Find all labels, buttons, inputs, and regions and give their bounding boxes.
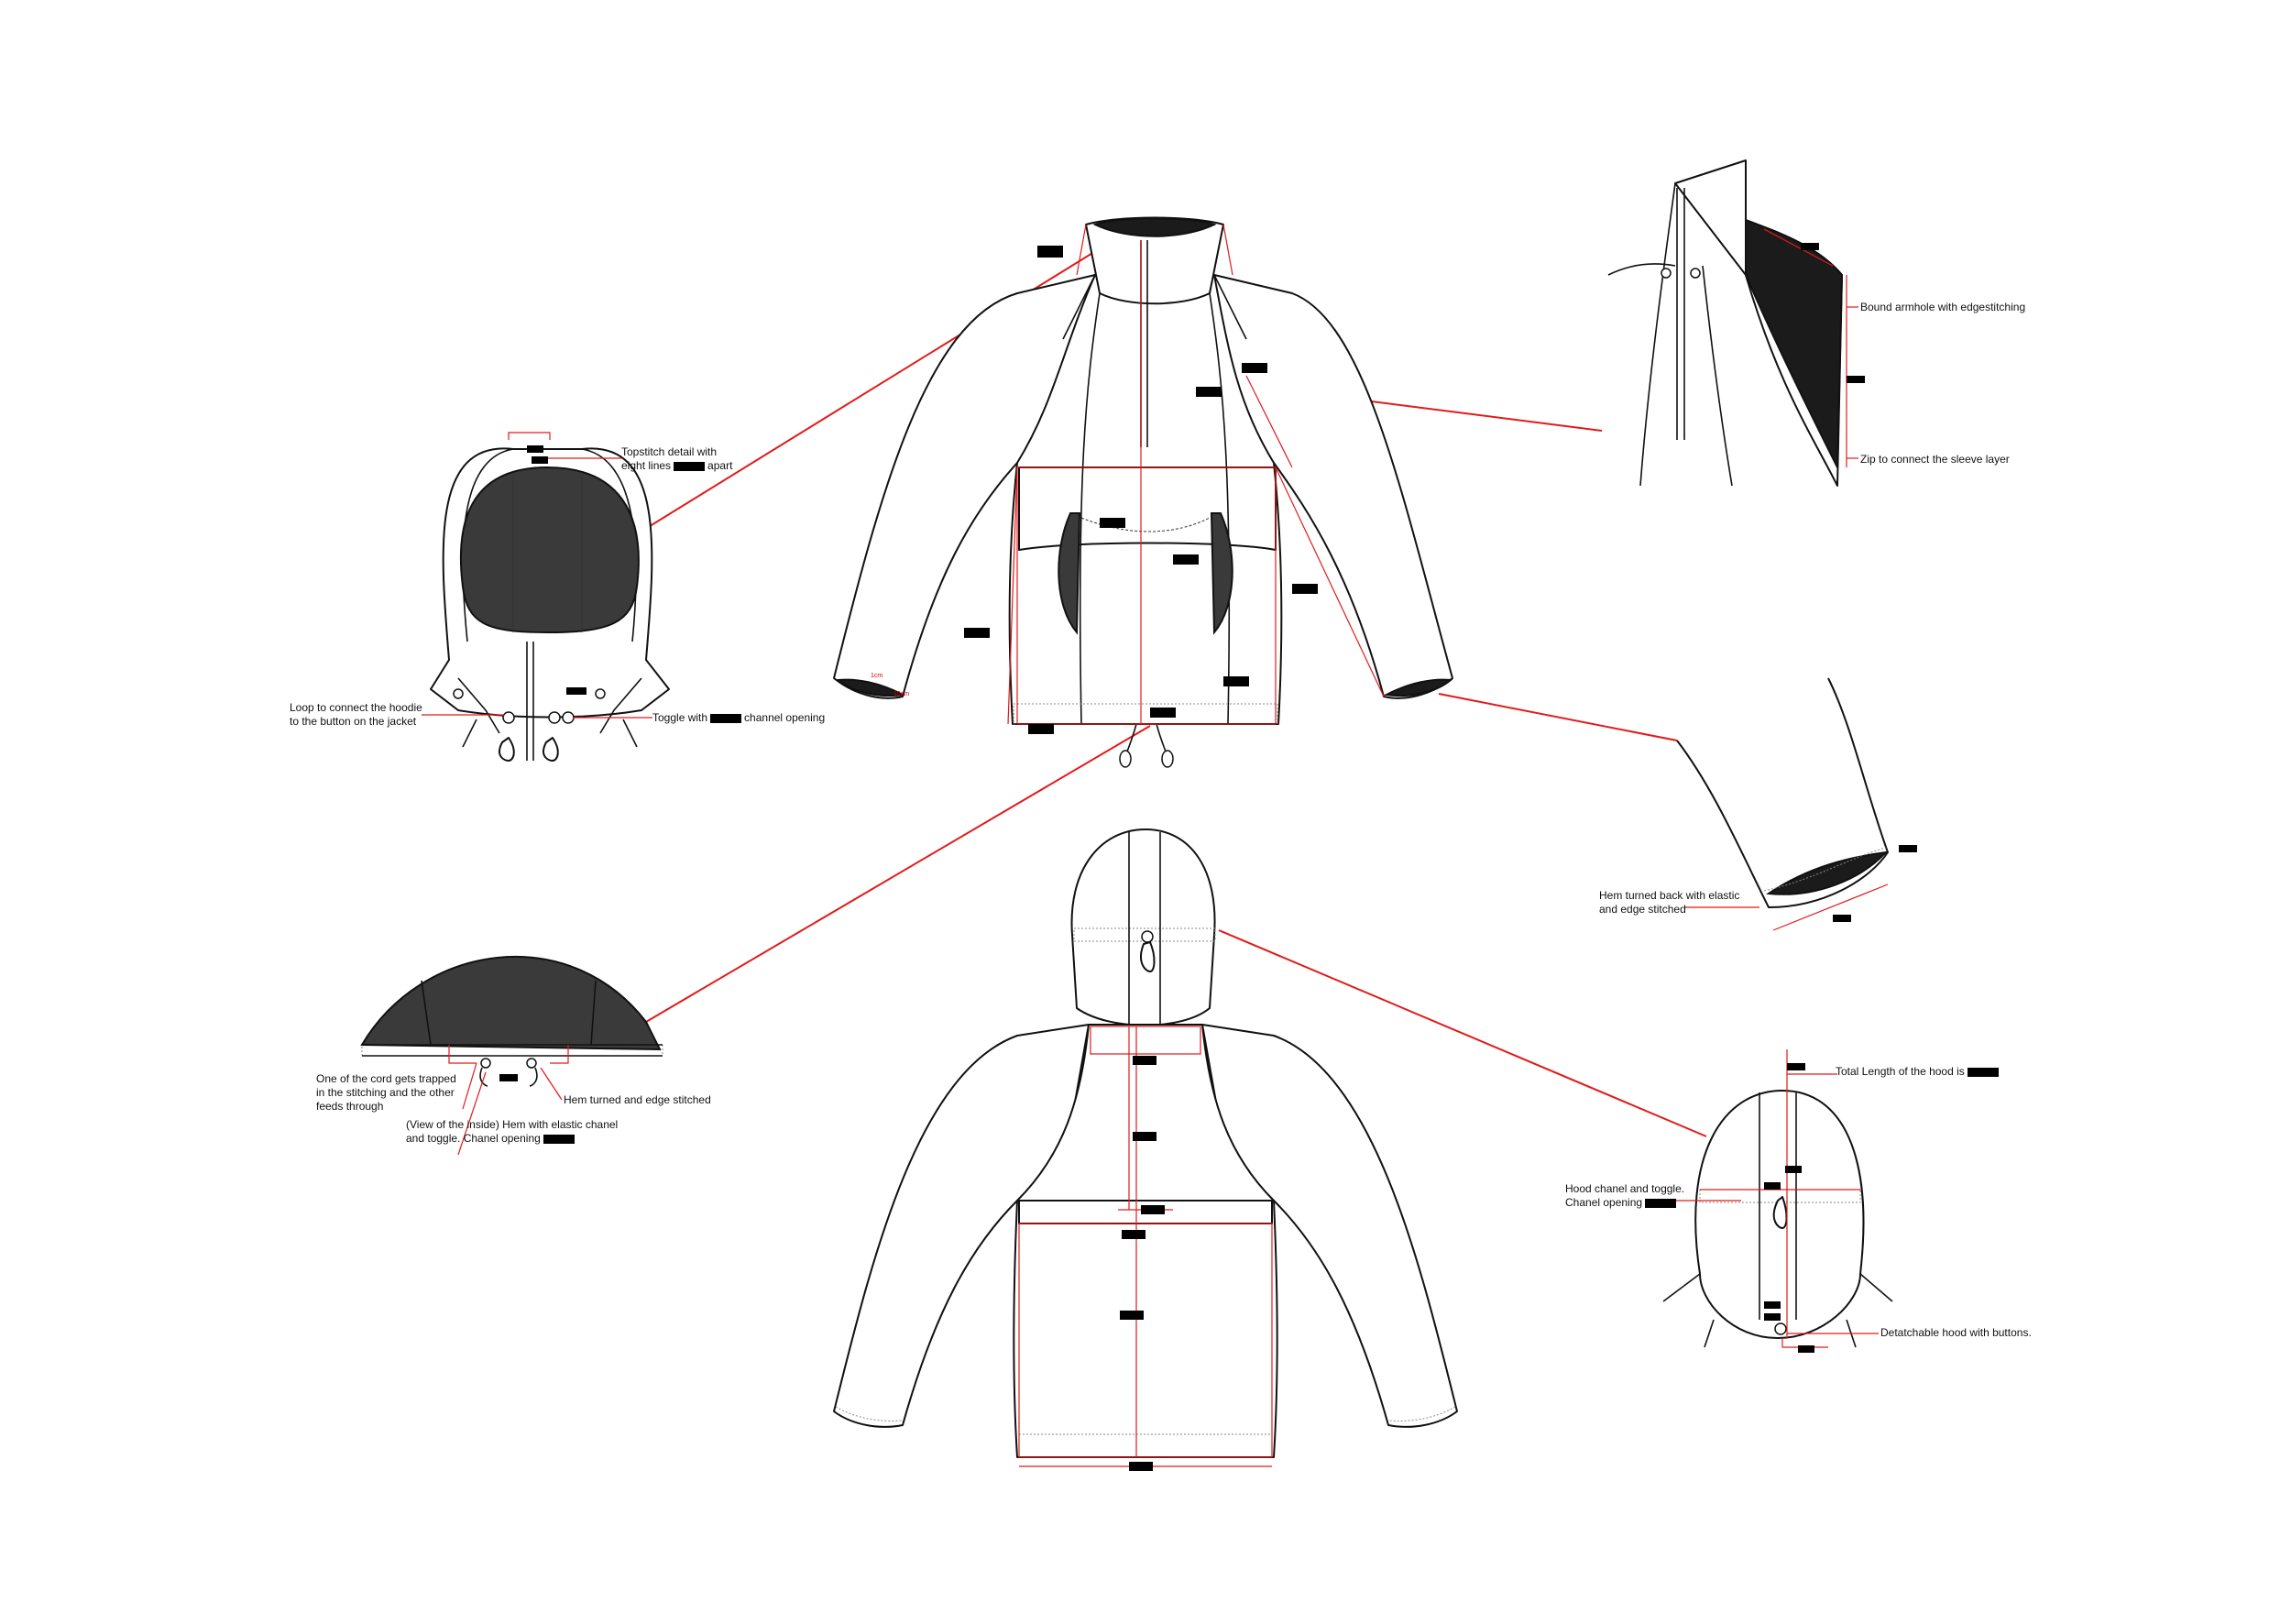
label-hem-back-line1: Hem turned back with elastic	[1599, 889, 1740, 902]
redaction-bar	[1645, 1198, 1677, 1208]
label-toggle: Toggle with channel opening	[652, 711, 825, 725]
redaction-bar	[1967, 1067, 1999, 1077]
label-hem-back-line2: and edge stitched	[1599, 903, 1686, 916]
label-bound-armhole: Bound armhole with edgestitching	[1860, 301, 2026, 313]
label-inside-view: (View of the inside) Hem with elastic ch…	[406, 1118, 618, 1146]
sleeve-cuff-turnback	[1766, 850, 1889, 895]
label-toggle-line2: channel opening	[744, 711, 826, 724]
back-body	[1013, 1024, 1278, 1458]
label-zip-sleeve: Zip to connect the sleeve layer	[1860, 453, 2010, 466]
hem-inside-dome	[360, 956, 662, 1051]
label-loop-line2: to the button on the jacket	[290, 715, 417, 728]
label-hem-turned: Hem turned and edge stitched	[564, 1093, 711, 1106]
redaction-bar	[674, 461, 706, 471]
back-hood	[1070, 828, 1216, 1026]
armhole-zip-detail	[1607, 159, 1865, 487]
pocket-opening-right	[1210, 512, 1233, 635]
hem-inside-detail	[360, 956, 663, 1156]
bound-armhole	[1745, 218, 1844, 468]
sleeve-hem-detail	[1676, 677, 1917, 931]
label-topstitch-line2: eight lines	[621, 459, 672, 472]
collar-inside	[1092, 217, 1217, 237]
label-topstitch: Topstitch detail with eight lines apart	[621, 445, 732, 473]
redaction-bar	[543, 1134, 575, 1144]
label-hood-chanel-line1: Hood chanel and toggle.	[1565, 1182, 1685, 1195]
back-jacket-flat	[833, 828, 1458, 1471]
front-left-sleeve	[833, 274, 1096, 699]
label-hem-turned-back: Hem turned back with elastic and edge st…	[1599, 889, 1739, 916]
label-cuff-10cm: 10cm	[893, 691, 910, 697]
hood-lining	[459, 466, 640, 634]
label-cuff-1cm: 1cm	[871, 673, 883, 679]
label-detachable-hood: Detatchable hood with buttons.	[1880, 1326, 2032, 1339]
label-cord: One of the cord gets trapped in the stit…	[316, 1072, 456, 1114]
label-total-length-text: Total Length of the hood is	[1836, 1065, 1965, 1078]
label-loop-line1: Loop to connect the hoodie	[290, 701, 422, 714]
label-cord-line2: in the stitching and the other	[316, 1086, 455, 1099]
hood-inside-detail	[422, 432, 670, 762]
label-total-length: Total Length of the hood is	[1836, 1065, 2001, 1079]
redaction-bar	[710, 713, 742, 723]
front-jacket-flat	[833, 216, 1453, 768]
label-cord-line3: feeds through	[316, 1100, 384, 1113]
label-toggle-line1: Toggle with	[652, 711, 708, 724]
label-hood-chanel: Hood chanel and toggle. Chanel opening	[1565, 1182, 1684, 1210]
detachable-hood-detail	[1659, 1049, 1893, 1353]
label-hood-chanel-line2: Chanel opening	[1565, 1196, 1643, 1209]
label-inside-line2: and toggle. Chanel opening	[406, 1132, 541, 1145]
label-inside-line1: (View of the inside) Hem with elastic ch…	[406, 1118, 619, 1131]
label-loop: Loop to connect the hoodie to the button…	[290, 701, 422, 729]
label-topstitch-line1: Topstitch detail with	[621, 445, 718, 458]
label-cord-line1: One of the cord gets trapped	[316, 1072, 456, 1085]
pocket-opening-left	[1058, 512, 1081, 635]
label-topstitch-line3: apart	[707, 459, 733, 472]
